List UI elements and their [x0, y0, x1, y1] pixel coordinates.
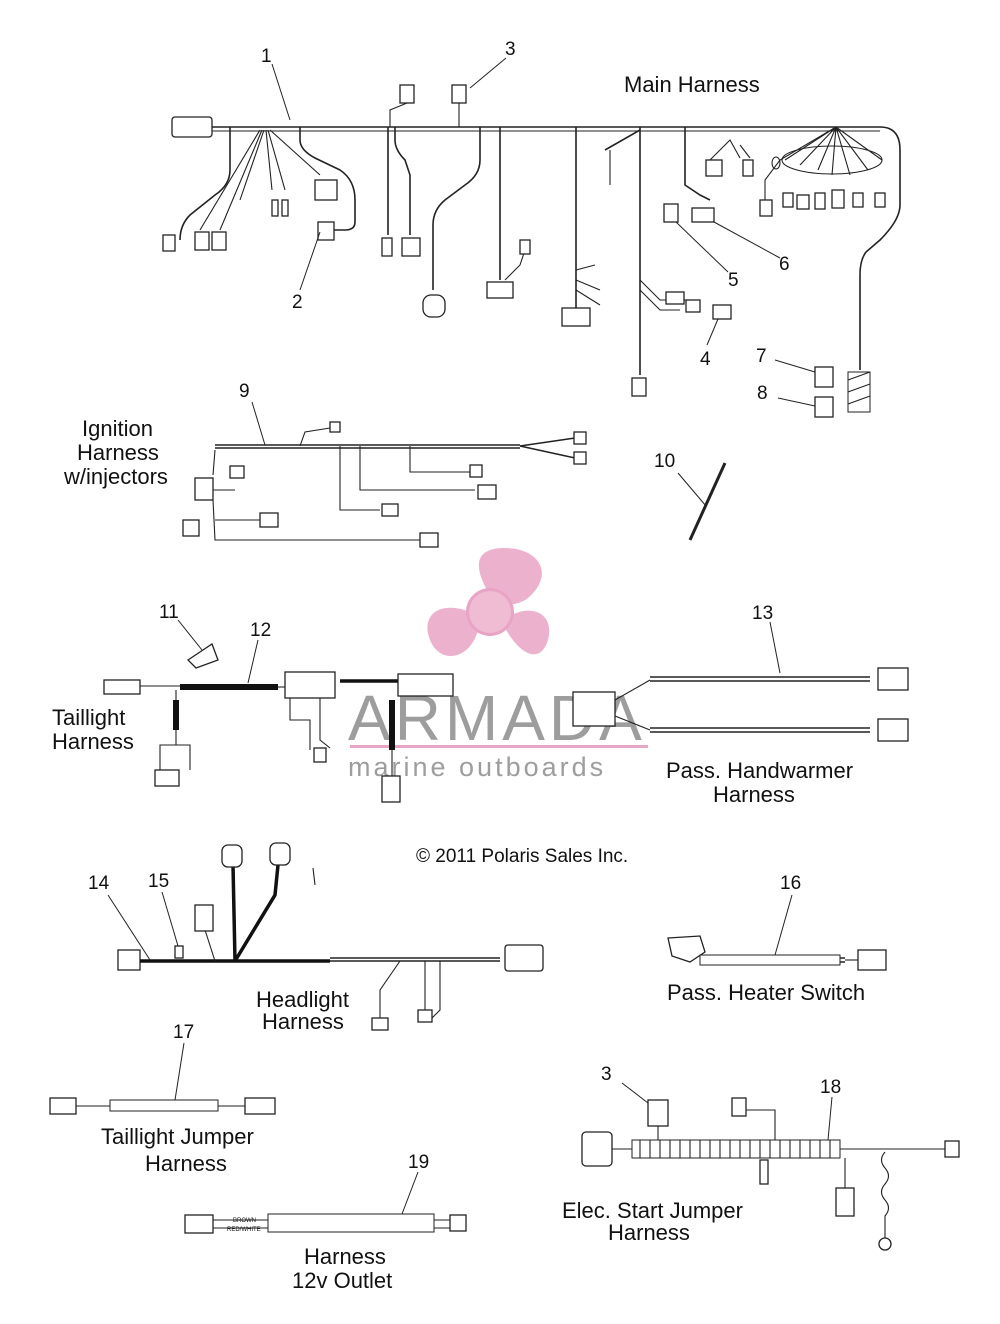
conn-b — [194, 231, 210, 251]
taillight-harness-label-line2: Harness — [52, 729, 134, 754]
ignition-harness-label-line2: Harness — [77, 440, 159, 465]
callout-14: 14 — [88, 873, 110, 894]
callout-15: 15 — [148, 871, 169, 892]
outlet-harness-label-line1: Harness — [304, 1244, 386, 1269]
callout-11: 11 — [159, 602, 179, 623]
elec-start-jumper-label-line1: Elec. Start Jumper — [562, 1198, 743, 1223]
callout-6: 6 — [779, 254, 790, 275]
taillight-jumper-label-line2: Harness — [145, 1151, 227, 1176]
part-11-clip — [186, 643, 219, 669]
heater-switch-drawing — [667, 894, 887, 971]
elec-part-3-connector — [647, 1099, 669, 1127]
main-harness-end-pad — [847, 371, 871, 413]
main-connector — [171, 116, 213, 138]
ignition-main-connector — [194, 477, 214, 501]
callout-2: 2 — [292, 292, 303, 313]
part-10-strap — [677, 462, 727, 541]
heater-switch-label: Pass. Heater Switch — [667, 980, 865, 1005]
part-15-tie — [174, 945, 184, 959]
conn-d — [271, 199, 279, 217]
conn-f — [314, 179, 338, 201]
part-4-connector — [712, 304, 732, 320]
watermark-rule — [350, 745, 648, 748]
part-3-connector — [451, 84, 467, 104]
callout-12: 12 — [250, 620, 271, 641]
handwarmer-harness-label-line2: Harness — [713, 782, 795, 807]
conn-e — [281, 199, 289, 217]
callout-1: 1 — [261, 46, 272, 67]
part-2-connector — [317, 221, 335, 241]
copyright-notice: © 2011 Polaris Sales Inc. — [416, 846, 628, 867]
callout-13: 13 — [752, 603, 773, 624]
taillight-harness-label-line1: Taillight — [52, 705, 125, 730]
callout-18: 18 — [820, 1077, 841, 1098]
callout-3-elec-start: 3 — [601, 1064, 612, 1085]
callout-8: 8 — [757, 383, 768, 404]
main-harness-label: Main Harness — [624, 72, 760, 97]
headlight-harness-label-line2: Harness — [262, 1009, 344, 1034]
callout-3: 3 — [505, 39, 516, 60]
part-7-connector — [814, 366, 834, 388]
callout-16: 16 — [780, 873, 801, 894]
elec-start-jumper-label-line2: Harness — [608, 1220, 690, 1245]
elec-start-jumper-drawing — [581, 1082, 960, 1251]
callout-17: 17 — [173, 1022, 194, 1043]
callout-10: 10 — [654, 451, 675, 472]
ignition-harness-label-line1: Ignition — [82, 416, 153, 441]
handwarmer-harness-drawing — [572, 621, 909, 742]
callout-4: 4 — [700, 349, 711, 370]
main-harness-drawing — [162, 57, 901, 418]
part-8-connector — [814, 396, 834, 418]
ignition-harness-drawing — [182, 401, 587, 548]
headlight-harness-drawing — [107, 842, 544, 1031]
part-6-connector — [691, 207, 715, 223]
conn-c — [211, 231, 227, 251]
ignition-harness-label-line3: w/injectors — [63, 464, 168, 489]
wire-brown-label: BROWN — [233, 1218, 256, 1224]
propeller-logo-icon — [427, 548, 550, 657]
callout-9: 9 — [239, 381, 250, 402]
taillight-harness-drawing — [103, 619, 454, 803]
part-5-connector — [663, 203, 679, 223]
outlet-harness-label-line2: 12v Outlet — [292, 1268, 392, 1293]
conn-a — [162, 234, 176, 252]
callout-7: 7 — [756, 346, 767, 367]
wire-red-white-label: RED/WHITE — [227, 1227, 261, 1233]
callout-5: 5 — [728, 270, 739, 291]
handwarmer-harness-label-line1: Pass. Handwarmer — [666, 758, 853, 783]
taillight-jumper-drawing — [49, 1042, 276, 1115]
callout-19: 19 — [408, 1152, 429, 1173]
taillight-jumper-label-line1: Taillight Jumper — [101, 1124, 254, 1149]
headlight-harness-label-line1: Headlight — [256, 987, 349, 1012]
outlet-harness-drawing: BROWN RED/WHITE — [184, 1171, 467, 1234]
